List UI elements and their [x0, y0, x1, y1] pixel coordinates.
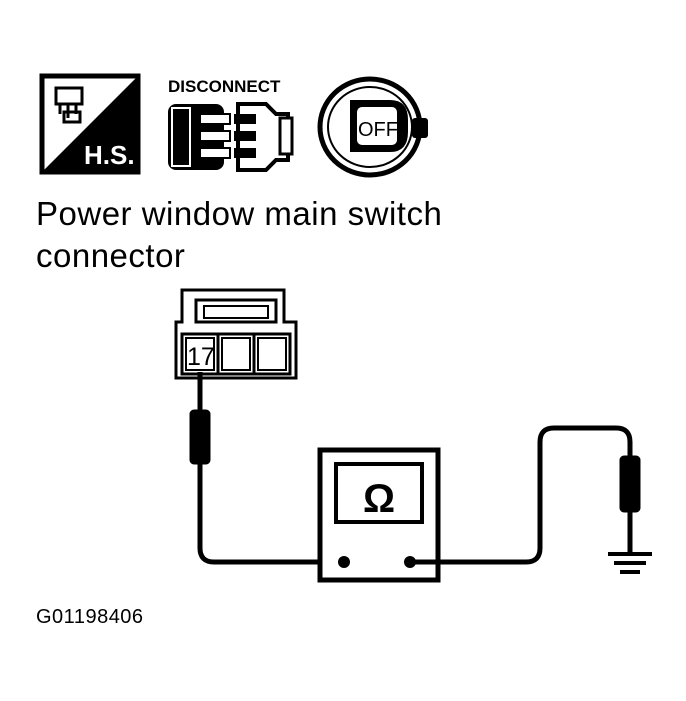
figure-code: G01198406: [36, 606, 144, 628]
title-line-1: Power window main switch: [36, 195, 443, 232]
right-probe-lead: [410, 425, 641, 565]
ground-icon: [608, 552, 652, 574]
hs-label: H.S.: [84, 140, 135, 170]
left-probe-lead: [189, 372, 340, 565]
disconnect-icon: DISCONNECT: [168, 77, 294, 172]
ohm-symbol: Ω: [363, 477, 395, 521]
meter-terminal-com: [338, 556, 350, 568]
ohmmeter: Ω: [317, 447, 441, 583]
terminal-17-label: 17: [187, 343, 215, 371]
main-switch-connector: 17: [174, 288, 298, 380]
harness-service-icon: H.S.: [39, 73, 141, 175]
ignition-key-off-icon: OFF: [317, 76, 428, 178]
disconnect-label: DISCONNECT: [168, 77, 281, 96]
title-line-2: connector: [36, 237, 186, 274]
ignition-off-label: OFF: [358, 119, 398, 141]
